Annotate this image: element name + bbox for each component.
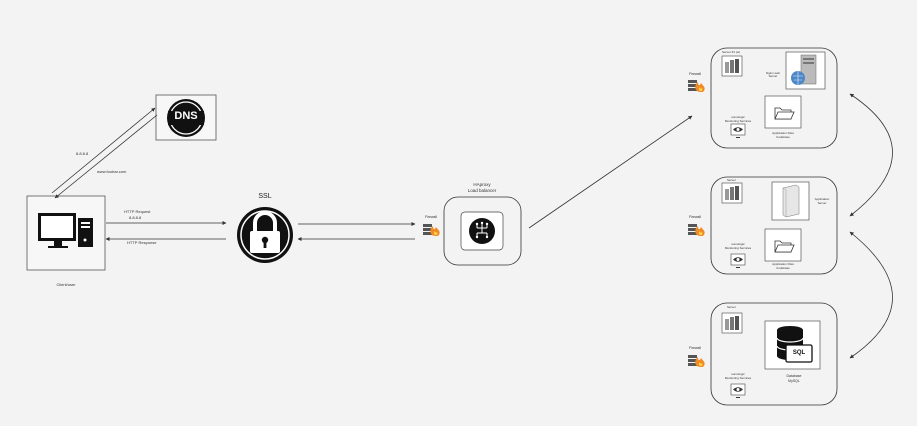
client-label: Client/user bbox=[56, 282, 76, 287]
server-1-files-label1: Application Files bbox=[772, 131, 794, 135]
server-2-rack-icon bbox=[721, 182, 743, 204]
server-2-folder-icon bbox=[764, 228, 802, 262]
ssl-label: SSL bbox=[258, 193, 272, 200]
server-2-app-label2: Server bbox=[817, 201, 827, 205]
server-3-firewall-label: Firewall bbox=[689, 346, 702, 350]
load-balancer-line1: HAproxy bbox=[473, 182, 491, 187]
server-3-monitor-label1: sumologic bbox=[731, 372, 745, 376]
dns-query-ip-label: 8.8.8.8 bbox=[76, 151, 89, 156]
server-2-label: Server bbox=[727, 178, 736, 182]
server-3-firewall-icon bbox=[688, 355, 705, 367]
server-1-monitor-label1: sumologic bbox=[731, 115, 745, 119]
server-1-rack-icon bbox=[721, 55, 743, 77]
server-3-monitor-label2: Monitoring Services bbox=[724, 376, 752, 380]
load-balancer-node bbox=[443, 196, 522, 266]
server-2-firewall-label: Firewall bbox=[689, 215, 702, 219]
server-1-node bbox=[710, 47, 838, 149]
replication-arrow-1-2 bbox=[849, 93, 893, 217]
http-request-label: HTTP Request bbox=[124, 209, 151, 214]
server-1-web-label: Nginx web Server bbox=[765, 71, 780, 78]
dns-response-arrow bbox=[54, 114, 158, 199]
server-1-label: Server #1 (w) bbox=[722, 50, 741, 54]
lb-firewall-icon bbox=[423, 224, 440, 236]
server-2-firewall-icon bbox=[688, 224, 705, 236]
dns-label: DNS bbox=[174, 110, 198, 122]
server-2-monitor-label2: Monitoring Services bbox=[724, 246, 752, 250]
server-1-folder-icon bbox=[764, 95, 802, 129]
dns-query-arrow bbox=[51, 107, 156, 194]
ssl-lock-icon bbox=[237, 207, 293, 263]
replication-arrow-2-3 bbox=[849, 231, 893, 359]
server-2-app-label1: Application bbox=[814, 197, 830, 201]
load-balancer-line2: Load balancer bbox=[467, 187, 497, 193]
server-3-label: Server bbox=[727, 305, 736, 309]
server-3-db-icon-text: SQL bbox=[792, 350, 806, 356]
lb-firewall-label: Firewall bbox=[425, 215, 438, 219]
server-1-monitor-label2: Monitoring Services bbox=[724, 119, 752, 123]
server-3-db-label2: MySQL bbox=[788, 379, 800, 383]
server-1-firewall-label: Firewall bbox=[689, 72, 702, 76]
server-1-files-label2: Codebase bbox=[776, 135, 790, 139]
server-3-db-label1: Database bbox=[786, 374, 802, 378]
server-3-rack-icon bbox=[721, 312, 743, 334]
dns-node bbox=[155, 94, 217, 141]
server-2-files-label1: Application Files bbox=[772, 262, 794, 266]
dns-query-domain-label: www.foobar.com bbox=[97, 169, 127, 174]
server-2-monitor-label1: sumologic bbox=[731, 242, 745, 246]
load-balancer-label: HAproxy Load balancer bbox=[468, 182, 497, 194]
server-2-node bbox=[710, 176, 838, 275]
http-response-label: HTTP Response bbox=[127, 240, 157, 245]
http-request-ip-label: 8.8.8.8 bbox=[129, 215, 142, 220]
lb-to-server1-arrow bbox=[528, 115, 693, 229]
client-computer-node bbox=[26, 195, 106, 271]
server-1-firewall-icon bbox=[688, 80, 705, 92]
server-2-files-label2: Codebase bbox=[776, 266, 790, 270]
server-3-node bbox=[710, 302, 838, 406]
